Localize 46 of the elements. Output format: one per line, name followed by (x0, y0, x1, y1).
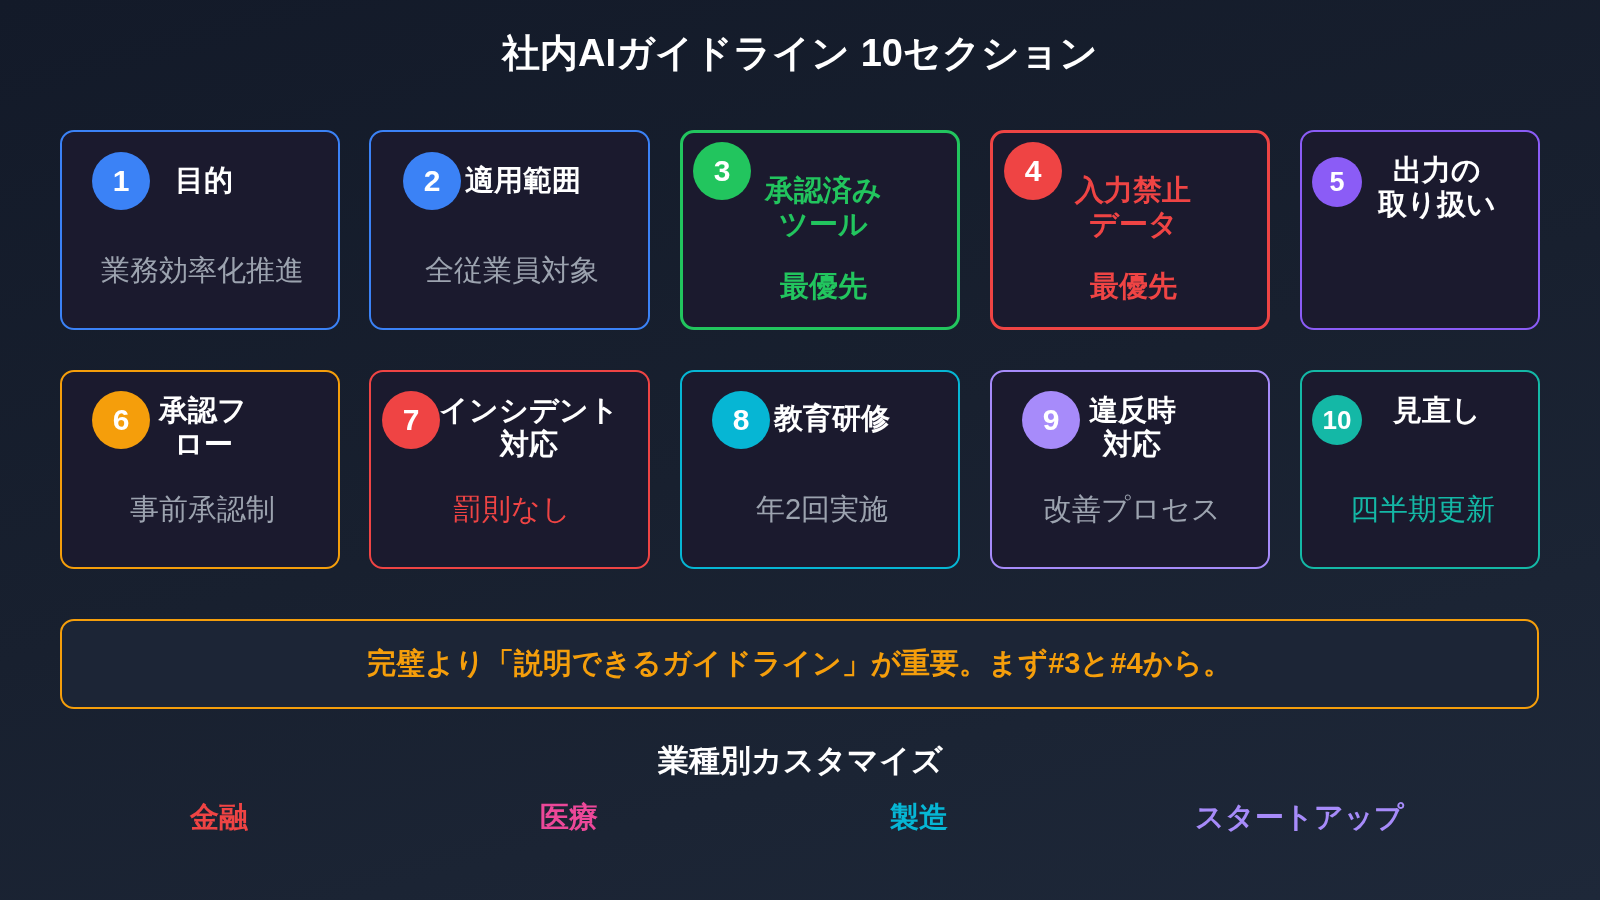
card-heading: 入力禁止データ (1073, 174, 1192, 242)
section-card (60, 130, 340, 330)
card-heading: 見直し (1393, 394, 1481, 428)
industry-label: 金融 (190, 799, 248, 835)
card-heading: 目的 (175, 164, 233, 198)
card-subtitle: 最優先 (1089, 270, 1177, 304)
card-subtitle: 罰則なし (452, 493, 571, 527)
number-circle: 4 (1004, 142, 1062, 200)
number-circle: 9 (1022, 391, 1080, 449)
card-heading: 違反時対応 (1087, 394, 1177, 462)
industry-label: スタートアップ (1194, 799, 1404, 835)
section-card (60, 370, 340, 569)
number-circle: 10 (1312, 395, 1362, 445)
card-subtitle: 業務効率化推進 (100, 254, 304, 288)
card-heading: 承認フロー (157, 394, 248, 462)
industry-label: 医療 (540, 799, 598, 835)
section-card (680, 370, 960, 569)
number-circle: 3 (693, 142, 751, 200)
number-circle: 5 (1312, 157, 1362, 207)
number-circle: 8 (712, 391, 770, 449)
card-heading: 適用範囲 (465, 164, 581, 198)
card-subtitle: 四半期更新 (1349, 493, 1495, 527)
card-subtitle: 事前承認制 (129, 493, 275, 527)
card-subtitle: 全従業員対象 (424, 254, 599, 288)
card-heading: 承認済みツール (763, 174, 883, 242)
card-heading: インシデント対応 (439, 394, 619, 462)
card-subtitle: 最優先 (779, 270, 867, 304)
title: 社内AIガイドライン 10セクション (502, 31, 1098, 77)
section-card (369, 130, 650, 330)
card-subtitle: 年2回実施 (755, 493, 889, 527)
number-circle: 2 (403, 152, 461, 210)
section-card (1300, 370, 1540, 569)
section-card (680, 130, 960, 330)
section-heading: 業種別カスタマイズ (657, 742, 943, 780)
card-subtitle: 改善プロセス (1043, 493, 1221, 527)
card-heading: 教育研修 (774, 402, 890, 436)
number-circle: 1 (92, 152, 150, 210)
section-card (1300, 130, 1540, 330)
number-circle: 6 (92, 391, 150, 449)
card-heading: 出力の取り扱い (1377, 154, 1497, 222)
number-circle: 7 (382, 391, 440, 449)
industry-label: 製造 (890, 799, 948, 835)
section-card (990, 370, 1270, 569)
section-card (369, 370, 650, 569)
section-card (990, 130, 1270, 330)
note-banner: 完璧より「説明できるガイドライン」が重要。まず#3と#4から。 (60, 619, 1539, 709)
